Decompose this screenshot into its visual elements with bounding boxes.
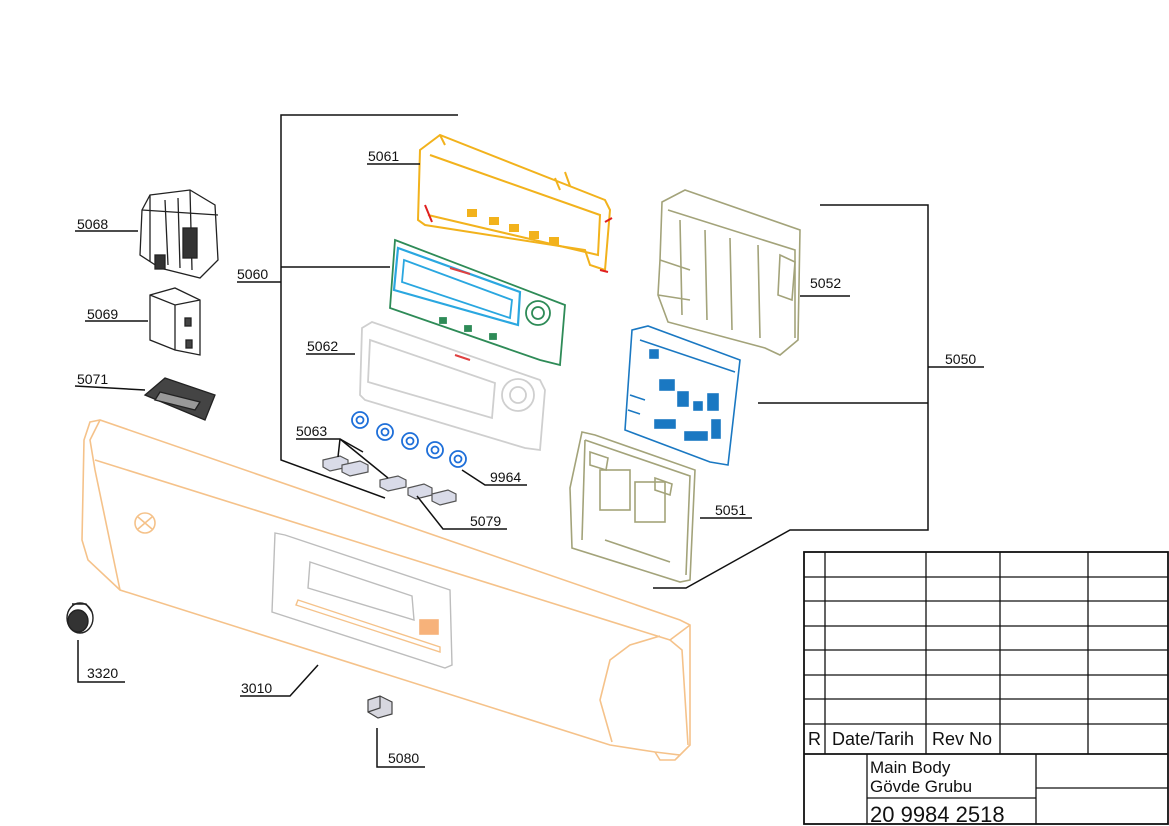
label-5062: 5062 — [307, 338, 338, 354]
label-5069: 5069 — [87, 306, 118, 322]
label-5068: 5068 — [77, 216, 108, 232]
frame-5051-part — [569, 431, 696, 583]
knob-set-9964-part — [351, 411, 467, 468]
module-5069-part — [149, 287, 201, 356]
label-5052: 5052 — [810, 275, 841, 291]
label-5051: 5051 — [715, 502, 746, 518]
frame-5061-part — [416, 133, 613, 273]
front-panel-3010-part — [81, 419, 691, 761]
title-block: R Date/Tarih Rev No Main Body Gövde Grub… — [803, 551, 1169, 826]
label-9964: 9964 — [490, 469, 521, 485]
label-3320: 3320 — [87, 665, 118, 681]
label-5080: 5080 — [388, 750, 419, 766]
display-window — [271, 532, 453, 669]
label-5061: 5061 — [368, 148, 399, 164]
button-set-5063-part — [322, 455, 407, 492]
cover-5062-part — [359, 321, 546, 452]
display-board-5060-part — [389, 238, 566, 367]
control-board-part — [624, 325, 741, 466]
label-5063: 5063 — [296, 423, 327, 439]
title-block-title-line1: Main Body — [870, 758, 951, 777]
clip-5080-part — [367, 695, 393, 719]
title-block-rev-header: Rev No — [932, 729, 992, 749]
label-5071: 5071 — [77, 371, 108, 387]
label-5079: 5079 — [470, 513, 501, 529]
part-labels: 5068 5069 5071 3320 3010 5080 5060 5061 … — [77, 148, 976, 766]
title-block-rev-marker: R — [808, 729, 821, 749]
module-5068-part — [139, 189, 219, 279]
title-block-title-line2: Gövde Grubu — [870, 777, 972, 796]
title-block-date-header: Date/Tarih — [832, 729, 914, 749]
module-5071-part — [143, 377, 216, 421]
label-5060: 5060 — [237, 266, 268, 282]
label-5050: 5050 — [945, 351, 976, 367]
label-3010: 3010 — [241, 680, 272, 696]
title-block-part-number: 20 9984 2518 — [870, 802, 1005, 826]
leader-lines — [74, 114, 984, 768]
knob-3320-part — [66, 602, 94, 634]
housing-5052-part — [657, 189, 801, 356]
button-set-5079-part — [407, 483, 457, 506]
